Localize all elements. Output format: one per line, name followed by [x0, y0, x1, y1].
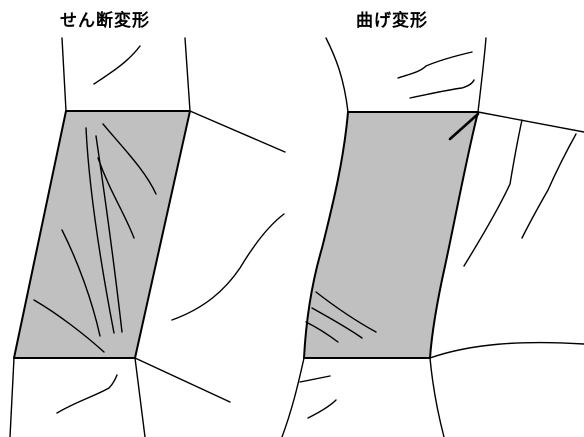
beam-crack	[522, 134, 576, 238]
lower-right-beam-edge	[430, 343, 584, 358]
upper-column-crack	[398, 52, 472, 78]
lower-column-right-edge	[430, 358, 444, 437]
shear-panel	[14, 111, 190, 358]
bending-panel	[304, 112, 478, 358]
lower-column-left-edge	[282, 358, 304, 437]
lower-column-crack	[57, 375, 117, 413]
lower-column-left-edge	[10, 358, 14, 437]
upper-column-crack	[410, 80, 474, 98]
upper-column-left-edge	[62, 38, 66, 111]
beam-crack	[172, 214, 284, 320]
upper-right-beam-edge	[478, 112, 584, 132]
lower-column-right-edge	[135, 358, 145, 437]
bending-diagram	[282, 38, 584, 437]
upper-column-right-edge	[478, 38, 486, 112]
lower-right-beam-edge	[135, 358, 230, 402]
upper-column-right-edge	[185, 38, 190, 111]
lower-column-crack	[300, 376, 330, 382]
upper-right-beam-edge	[190, 111, 285, 152]
beam-crack	[464, 120, 522, 266]
shear-diagram	[10, 38, 285, 437]
upper-column-crack	[94, 46, 140, 84]
lower-column-crack	[308, 400, 336, 418]
upper-column-left-edge	[326, 38, 348, 112]
